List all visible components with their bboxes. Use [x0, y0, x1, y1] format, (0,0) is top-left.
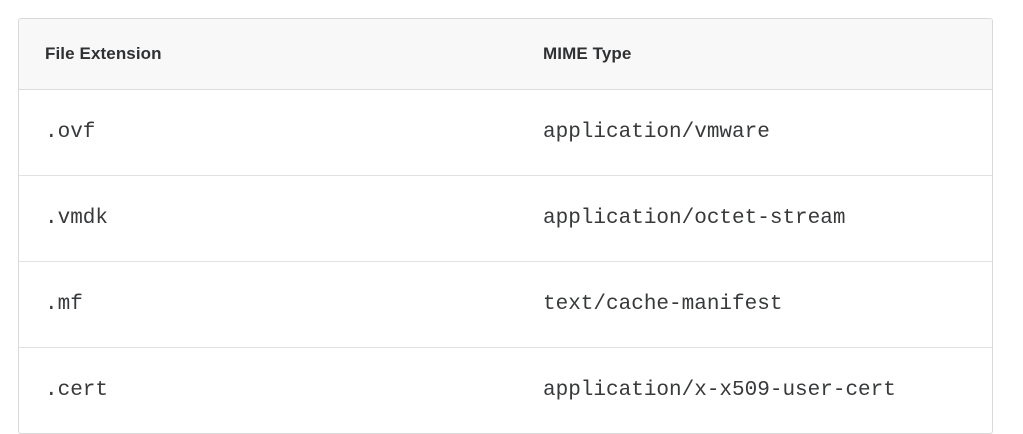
cell-mime-type: text/cache-manifest: [531, 261, 992, 348]
cell-file-extension: .mf: [19, 261, 531, 348]
table-row: .cert application/x-x509-user-cert: [19, 347, 992, 433]
table-body: .ovf application/vmware .vmdk applicatio…: [19, 89, 992, 433]
cell-mime-type: application/vmware: [531, 89, 992, 176]
cell-file-extension: .ovf: [19, 89, 531, 176]
cell-file-extension: .cert: [45, 378, 109, 402]
table-row: .vmdk application/octet-stream: [19, 175, 992, 262]
table-row: .mf text/cache-manifest: [19, 261, 992, 348]
column-header-file-extension: File Extension: [19, 19, 531, 90]
mime-type-table-container: File Extension MIME Type .ovf applicatio…: [18, 18, 993, 434]
cell-mime-type: application/x-x509-user-cert: [543, 378, 896, 402]
page-root: File Extension MIME Type .ovf applicatio…: [18, 18, 993, 434]
cell-mime-type: application/octet-stream: [531, 175, 992, 262]
table-header: File Extension MIME Type: [19, 19, 992, 90]
cell-file-extension: .vmdk: [19, 175, 531, 262]
table-header-row: File Extension MIME Type: [19, 19, 992, 90]
mime-type-table: File Extension MIME Type .ovf applicatio…: [19, 19, 992, 433]
table-row: .ovf application/vmware: [19, 89, 992, 176]
column-header-mime-type: MIME Type: [531, 19, 992, 90]
